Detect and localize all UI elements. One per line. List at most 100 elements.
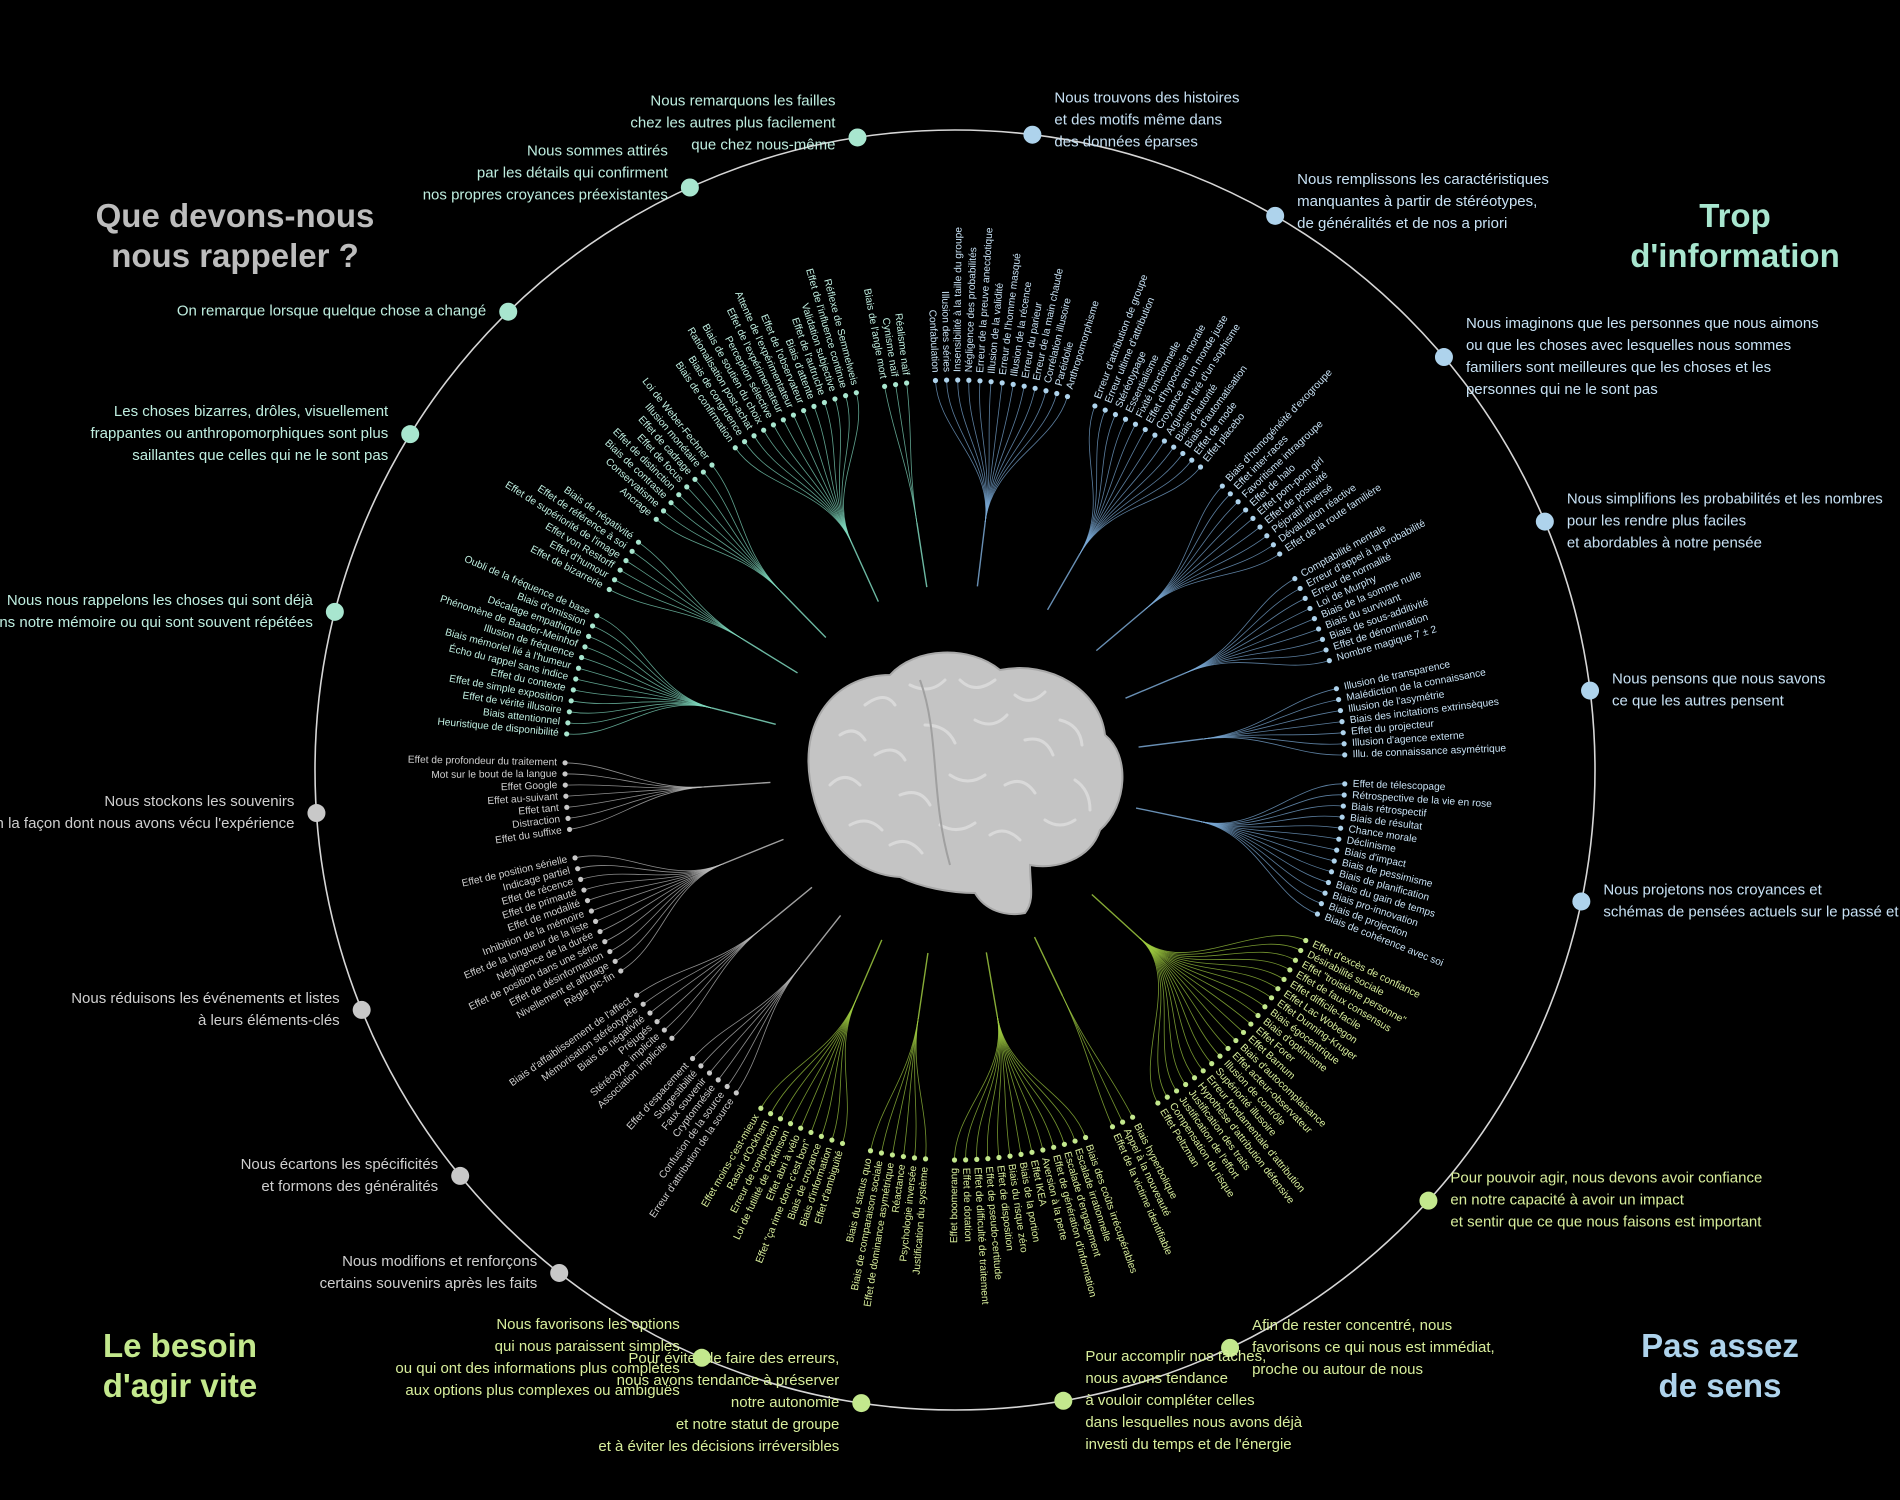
bias-dot [1043, 388, 1049, 394]
bias-dot [1227, 491, 1233, 497]
bias-dot [900, 1153, 907, 1160]
bias-branch-line [1062, 995, 1133, 1118]
bias-dot [1311, 616, 1318, 622]
bias-dot [618, 968, 624, 974]
bias-dot [1322, 890, 1328, 896]
bias-branch-line [906, 382, 918, 523]
bias-dot [1122, 416, 1129, 422]
bias-dot [562, 782, 568, 788]
bias-dot [584, 897, 591, 904]
bias-dot [1064, 393, 1071, 400]
bias-branch-line [670, 502, 781, 592]
group-node [848, 128, 867, 147]
bias-dot [842, 393, 849, 399]
bias-dot [684, 484, 690, 490]
bias-dot [1032, 385, 1038, 391]
bias-branch-line [700, 966, 801, 1067]
group-description: Nous nous rappelons les choses qui sont … [0, 592, 314, 631]
bias-dot [777, 1116, 784, 1122]
bias-dot [629, 548, 635, 554]
bias-dot [1314, 911, 1321, 917]
bias-dot [654, 1019, 660, 1025]
bias-branch-line [1145, 493, 1231, 610]
bias-branch-line [604, 863, 724, 942]
bias-dot [911, 1155, 918, 1161]
group-node [1535, 512, 1554, 531]
bias-dot [1303, 937, 1309, 944]
bias-dot [1262, 1004, 1268, 1010]
bias-dot [565, 815, 571, 821]
bias-branch-line [584, 646, 713, 709]
bias-branch-line [583, 863, 724, 891]
bias-dot [1325, 879, 1332, 886]
bias-dot [668, 500, 674, 506]
bias-branch-line [1199, 820, 1332, 873]
bias-dot [1264, 533, 1270, 539]
bias-dot [821, 399, 828, 406]
bias-dot [932, 377, 939, 384]
bias-dot [689, 1055, 696, 1062]
bias-dot [787, 1121, 794, 1127]
group-node [1266, 206, 1285, 225]
bias-branch-line [968, 380, 987, 522]
bias-dot [617, 567, 623, 573]
bias-branch-line [1139, 935, 1306, 953]
group-node [550, 1263, 569, 1282]
bias-branch-line [984, 388, 1036, 522]
bias-dot [698, 1063, 704, 1069]
bias-dot [1173, 1088, 1180, 1094]
bias-dot [881, 383, 888, 390]
bias-dot [606, 586, 612, 593]
bias-branch-line [895, 384, 918, 523]
bias-branch-line [984, 382, 1003, 522]
bias-branch-line [1203, 699, 1339, 740]
bias-branch-line [1199, 820, 1318, 915]
bias-dot [660, 508, 667, 514]
bias-branch-line [1139, 937, 1291, 971]
bias-branch-line [567, 704, 713, 724]
bias-dot [767, 1111, 774, 1117]
group-node [451, 1166, 470, 1185]
bias-dot [1142, 426, 1148, 433]
bias-dot [635, 539, 642, 545]
bias-dot [572, 855, 578, 861]
bias-dot [1292, 957, 1299, 963]
bias-branch-line [996, 1016, 1022, 1155]
bias-dot [633, 992, 640, 998]
bias-dot [943, 377, 950, 383]
bias-dot [578, 876, 584, 883]
bias-dot [1292, 576, 1298, 582]
bias-dot [770, 422, 777, 428]
bias-label: Effet de télescopage [1353, 779, 1446, 793]
bias-branch-line [965, 1016, 1000, 1160]
bias-dot [780, 417, 786, 423]
bias-dot [1161, 438, 1167, 444]
group-node [1054, 1391, 1073, 1410]
bias-dot [878, 1150, 885, 1156]
bias-branch-line [1145, 485, 1223, 610]
bias-dot [1336, 836, 1342, 842]
bias-dot [1233, 1037, 1239, 1044]
bias-dot [1109, 1124, 1116, 1130]
bias-branch-line [1145, 518, 1254, 610]
bias-dot [977, 378, 983, 384]
bias-dot [1152, 432, 1158, 438]
bias-dot [1338, 825, 1344, 831]
bias-dot [829, 1137, 835, 1143]
bias-dot [1197, 464, 1204, 470]
bias-dot [751, 433, 757, 439]
bias-dot [853, 390, 859, 396]
bias-dot [732, 445, 738, 451]
bias-branch-line [1199, 820, 1326, 894]
bias-dot [592, 918, 599, 924]
bias-dot [568, 698, 574, 704]
bias-branch-line [1203, 736, 1345, 745]
bias-branch-line [609, 863, 724, 952]
